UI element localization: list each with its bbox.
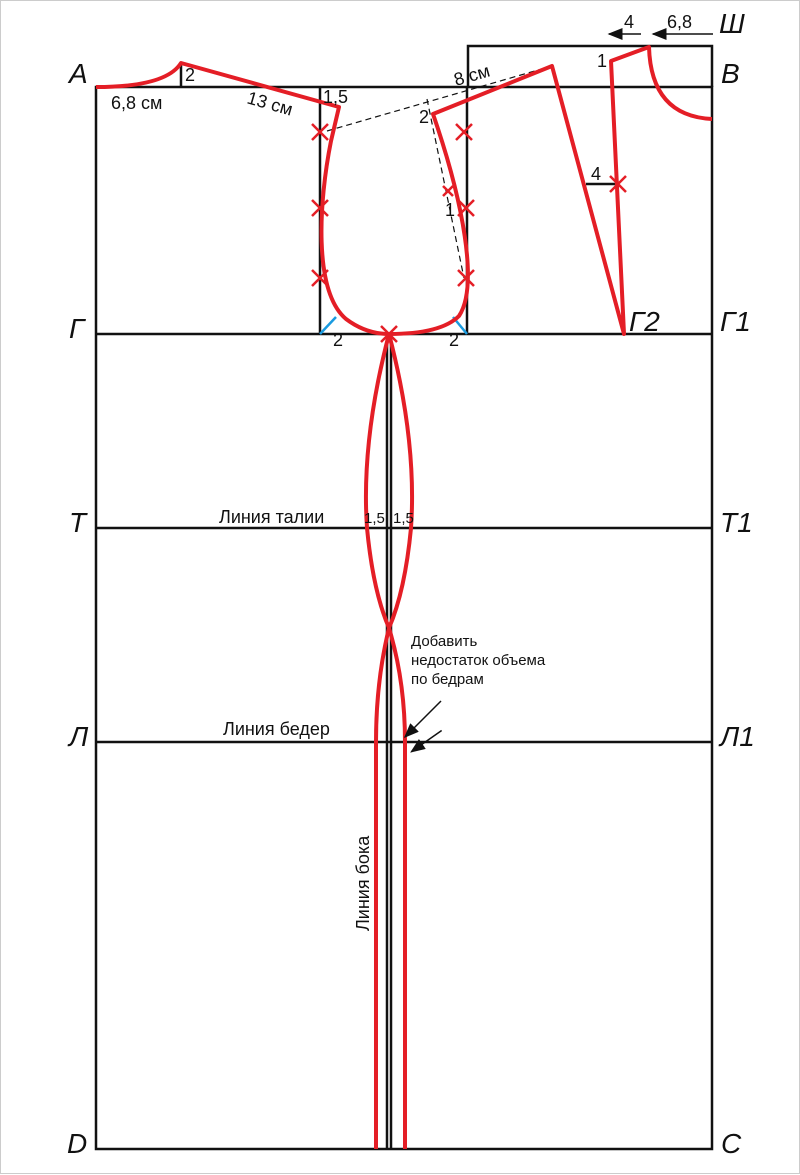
control-crosses (311, 123, 627, 343)
note-line-3: по бедрам (411, 671, 484, 688)
waist-line-label: Линия талии (219, 507, 324, 527)
point-c: С (721, 1128, 742, 1159)
pattern-lines (95, 45, 713, 1149)
point-g: Г (69, 313, 86, 344)
point-sh: Ш (719, 8, 745, 39)
side-seam-back (387, 333, 415, 1149)
dashed-guide-shoulder (326, 65, 553, 132)
armhole-right-measure: 2 (449, 330, 459, 350)
armhole-bisector-front (319, 316, 337, 335)
armhole-left-measure: 2 (333, 330, 343, 350)
back-shoulder-drop-measure: 2 (419, 107, 429, 127)
point-l1: Л1 (718, 721, 755, 752)
hip-line-label: Линия бедер (223, 719, 330, 739)
dart-width-measure: 4 (591, 164, 601, 184)
point-t1: Т1 (720, 507, 753, 538)
shoulder-drop-measure: 1,5 (323, 87, 348, 107)
armhole-offset-measure: 1 (445, 200, 455, 220)
side-seam-front (363, 333, 391, 1149)
point-l: Л (67, 721, 89, 752)
point-b: В (721, 58, 740, 89)
side-line-label: Линия бока (353, 835, 373, 931)
note-line-1: Добавить (411, 633, 477, 650)
dart-top-measure: 1 (597, 51, 607, 71)
waist-right-measure: 1,5 (393, 510, 414, 527)
point-t: Т (69, 507, 88, 538)
neck-front-measure: 6,8 см (111, 93, 162, 113)
back-raise-box (466, 44, 714, 87)
point-g1: Г1 (720, 306, 751, 337)
point-d: D (67, 1128, 87, 1159)
neck-depth-measure: 2 (185, 65, 195, 85)
point-g2: Г2 (629, 306, 660, 337)
note-arrow-2 (403, 700, 442, 739)
top-arrow-6-8-measure: 6,8 (667, 12, 692, 32)
bodice-outline (95, 45, 713, 336)
waist-left-measure: 1,5 (364, 510, 385, 527)
note-arrow-1 (410, 729, 443, 753)
note-line-2: недостаток объема (411, 652, 546, 669)
point-a: А (67, 58, 88, 89)
top-arrow-4-measure: 4 (624, 12, 634, 32)
